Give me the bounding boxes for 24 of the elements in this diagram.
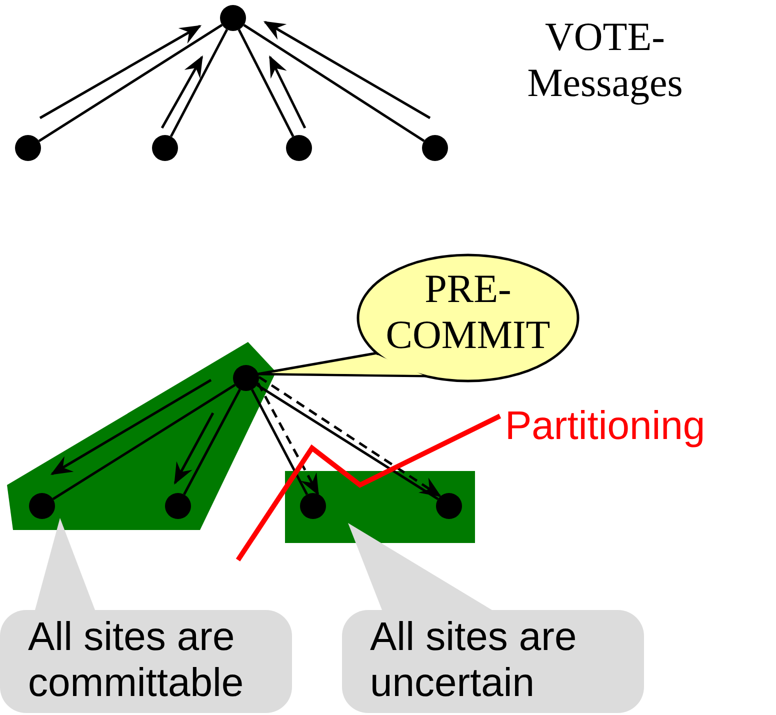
connector-line: [183, 388, 241, 496]
connector-line: [238, 29, 294, 137]
connector-line: [52, 384, 236, 500]
site-dot: [422, 135, 448, 161]
diagram-label: VOTE- Messages: [526, 14, 684, 106]
site-dot: [436, 493, 462, 519]
site-dot: [286, 135, 312, 161]
site-dot: [233, 365, 259, 391]
site-dot: [152, 135, 178, 161]
callout-text: PRE- COMMIT: [384, 266, 552, 358]
site-dot: [15, 135, 41, 161]
connector-line: [170, 28, 228, 138]
connector-line: [243, 24, 425, 142]
site-dot: [165, 493, 191, 519]
connector-line: [38, 24, 223, 142]
site-dot: [220, 5, 246, 31]
partition-label: Partitioning: [505, 403, 706, 449]
site-group-region: [285, 471, 475, 543]
callout-text: All sites are committable: [27, 614, 245, 706]
site-dot: [29, 493, 55, 519]
connector-line: [250, 388, 308, 496]
connector-line: [256, 382, 320, 496]
callout-text: All sites are uncertain: [369, 614, 578, 706]
site-dot: [300, 493, 326, 519]
